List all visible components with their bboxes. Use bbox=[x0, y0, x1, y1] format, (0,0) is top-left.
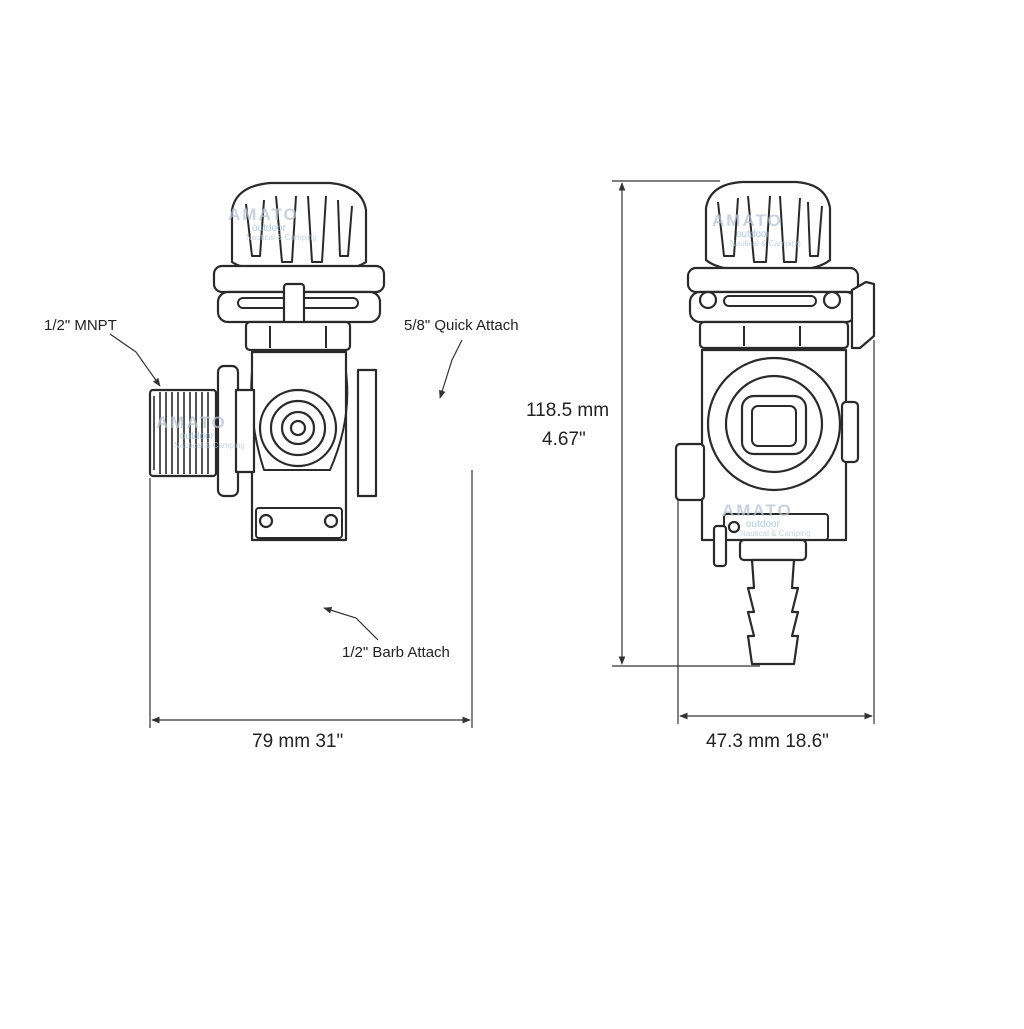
front-width-label: 79 mm 31" bbox=[252, 731, 344, 752]
side-collar bbox=[686, 266, 860, 294]
mnpt-leader bbox=[109, 333, 161, 387]
barb-attach-leader bbox=[323, 607, 379, 641]
front-knob-ribs bbox=[245, 195, 353, 263]
barb-attach-label: 1/2" Barb Attach bbox=[342, 644, 450, 661]
side-barb bbox=[746, 558, 800, 666]
side-clip bbox=[850, 280, 876, 350]
front-right-flange bbox=[356, 368, 378, 498]
mnpt-label: 1/2" MNPT bbox=[44, 317, 117, 334]
front-view bbox=[148, 181, 386, 542]
leader-lines bbox=[109, 333, 463, 641]
quick-attach-leader bbox=[439, 339, 463, 399]
dimension-lines bbox=[149, 180, 875, 728]
front-knob bbox=[230, 181, 368, 274]
side-width-label: 47.3 mm 18.6" bbox=[706, 731, 829, 752]
quick-attach-label: 5/8" Quick Attach bbox=[404, 317, 519, 334]
height-mm-label: 118.5 mm bbox=[526, 400, 610, 421]
height-in-label: 4.67" bbox=[542, 429, 586, 450]
side-view bbox=[674, 180, 876, 666]
